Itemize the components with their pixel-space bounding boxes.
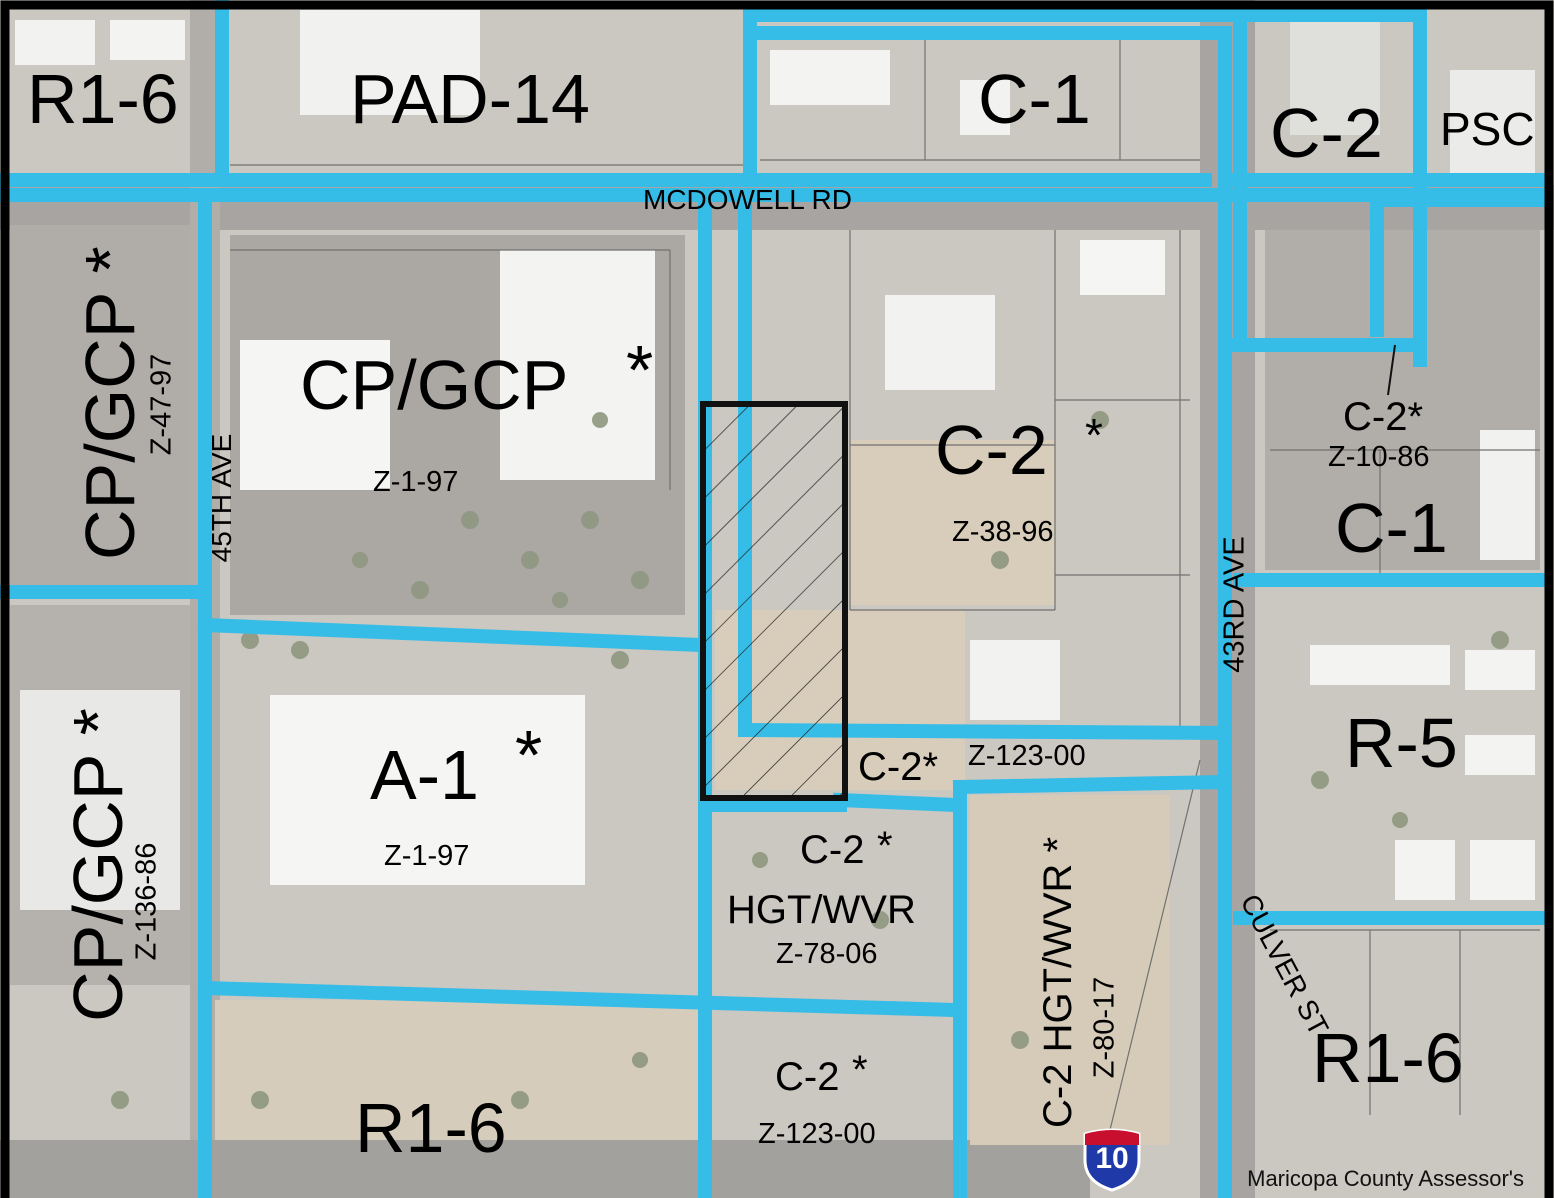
interstate-shield-number: 10 [1095,1142,1129,1175]
zone-label-hgtwvr: HGT/WVR [727,888,916,932]
case-label-z47-97: Z-47-97 [145,353,178,456]
case-label-z136-86: Z-136-86 [130,842,163,961]
zone-label-r16-south: R1-6 [355,1089,507,1167]
zone-label-c2-southmost: C-2 [775,1055,840,1099]
zone-label-c2-south: C-2 [800,828,865,872]
zone-label-r16-southeast: R1-6 [1312,1019,1464,1097]
case-label-z78-06: Z-78-06 [776,938,878,970]
zone-star-c2-south: * [877,824,893,868]
zone-label-c2-northeast: C-2 [1270,94,1383,172]
zone-label-cpgcp-west-south: CP/GCP * [59,708,137,1022]
map-attribution: Maricopa County Assessor's [1247,1166,1524,1191]
zone-label-r5: R-5 [1345,704,1458,782]
case-label-z123-00-south: Z-123-00 [758,1118,876,1150]
zone-label-pad14: PAD-14 [350,60,590,138]
zone-label-a1: A-1 [370,736,479,814]
zone-star-cpgcp-center: * [626,331,654,409]
zone-label-cpgcp-west-north: CP/GCP * [71,246,149,560]
zone-label-c2-east: C-2* [1343,395,1424,439]
zone-label-c2-center: C-2 [935,411,1048,489]
case-label-z80-17: Z-80-17 [1088,976,1121,1079]
case-label-z1-97-north: Z-1-97 [373,466,459,498]
street-label-45th-ave: 45TH AVE [206,433,237,563]
interstate-10-shield-icon [1083,1128,1141,1192]
zone-label-c1-north: C-1 [978,60,1091,138]
zone-label-cpgcp-center: CP/GCP [300,346,569,424]
zone-star-c2-southmost: * [852,1048,868,1092]
zone-star-c2-center: * [1085,409,1103,461]
zone-label-c1-east: C-1 [1335,489,1448,567]
street-label-43rd-ave: 43RD AVE [1218,536,1251,673]
zone-label-c2-site: C-2* [858,745,939,789]
zone-label-c2-hgtwvr: C-2 HGT/WVR * [1036,836,1080,1128]
interstate-surface [0,1140,1090,1198]
case-label-z10-86: Z-10-86 [1328,441,1430,473]
zone-label-r16-nw: R1-6 [27,60,179,138]
zone-star-a1: * [515,716,543,794]
zone-label-psc: PSC [1440,103,1535,155]
subject-site[interactable] [700,401,848,801]
street-label-mcdowell-rd: MCDOWELL RD [643,184,852,215]
case-label-z38-96: Z-38-96 [952,516,1054,548]
case-label-z1-97-south: Z-1-97 [384,840,470,872]
case-label-z123-00-north: Z-123-00 [968,740,1086,772]
